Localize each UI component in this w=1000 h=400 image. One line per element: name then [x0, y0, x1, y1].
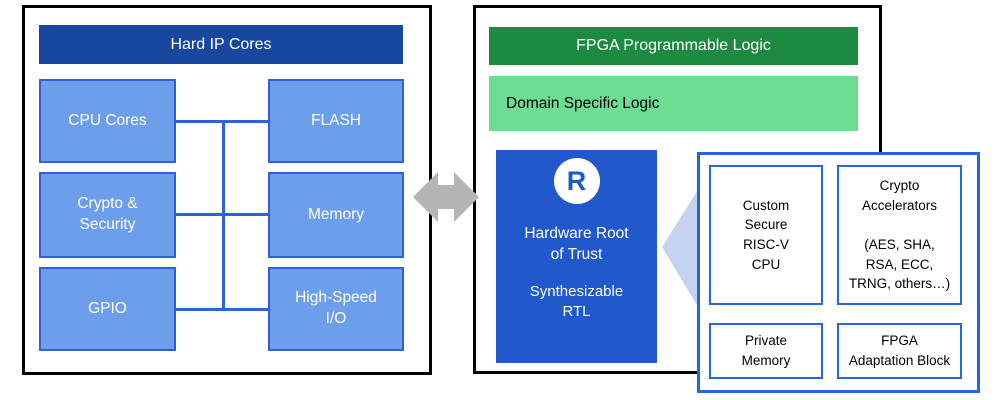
r-logo-glyph: R [566, 165, 587, 196]
connector-cpu-flash [176, 120, 268, 123]
box-cpu-cores-label: CPU Cores [68, 111, 147, 129]
box-riscv-cpu: Custom Secure RISC-V CPU [709, 165, 823, 305]
box-flash-label: FLASH [311, 111, 361, 129]
box-fpga-adaptation: FPGA Adaptation Block [837, 323, 962, 379]
box-crypto-security: Crypto & Security [39, 172, 176, 258]
box-cpu-cores: CPU Cores [39, 79, 176, 163]
rot-subtitle: Synthesizable RTL [529, 282, 624, 321]
box-memory: Memory [268, 172, 404, 258]
domain-specific-logic-bar: Domain Specific Logic [489, 76, 858, 131]
box-private-memory-label: Private Memory [741, 333, 791, 368]
box-fpga-adaptation-label: FPGA Adaptation Block [848, 333, 951, 368]
hard-ip-header-label: Hard IP Cores [170, 35, 272, 53]
rot-title: Hardware Root of Trust [524, 225, 629, 263]
box-gpio-label: GPIO [88, 299, 127, 317]
connector-crypto-memory [176, 213, 268, 216]
box-high-speed-io-label: High-Speed I/O [295, 289, 377, 327]
domain-specific-logic-label: Domain Specific Logic [506, 94, 660, 112]
fpga-logic-header: FPGA Programmable Logic [489, 27, 858, 65]
bidirectional-arrow-icon [413, 172, 479, 222]
box-high-speed-io: High-Speed I/O [268, 267, 404, 351]
box-crypto-security-label: Crypto & Security [77, 195, 138, 233]
box-private-memory: Private Memory [709, 323, 823, 379]
box-gpio: GPIO [39, 267, 176, 351]
box-crypto-accelerators: Crypto Accelerators (AES, SHA, RSA, ECC,… [837, 165, 962, 305]
box-riscv-cpu-label: Custom Secure RISC-V CPU [742, 197, 790, 272]
connector-gpio-hsio [176, 308, 268, 311]
box-crypto-accelerators-label: Crypto Accelerators (AES, SHA, RSA, ECC,… [848, 178, 951, 292]
box-memory-label: Memory [308, 205, 364, 223]
fpga-logic-header-label: FPGA Programmable Logic [576, 37, 771, 54]
hard-ip-header: Hard IP Cores [39, 25, 403, 64]
callout-pointer [662, 185, 701, 312]
r-logo-icon: R [553, 158, 600, 204]
rot-detail-callout: Custom Secure RISC-V CPU Crypto Accelera… [697, 152, 980, 393]
hard-ip-panel: Hard IP Cores CPU Cores FLASH Crypto & S… [22, 5, 432, 375]
box-flash: FLASH [268, 79, 404, 163]
hardware-root-of-trust-box: R Hardware Root of Trust Synthesizable R… [496, 150, 657, 363]
